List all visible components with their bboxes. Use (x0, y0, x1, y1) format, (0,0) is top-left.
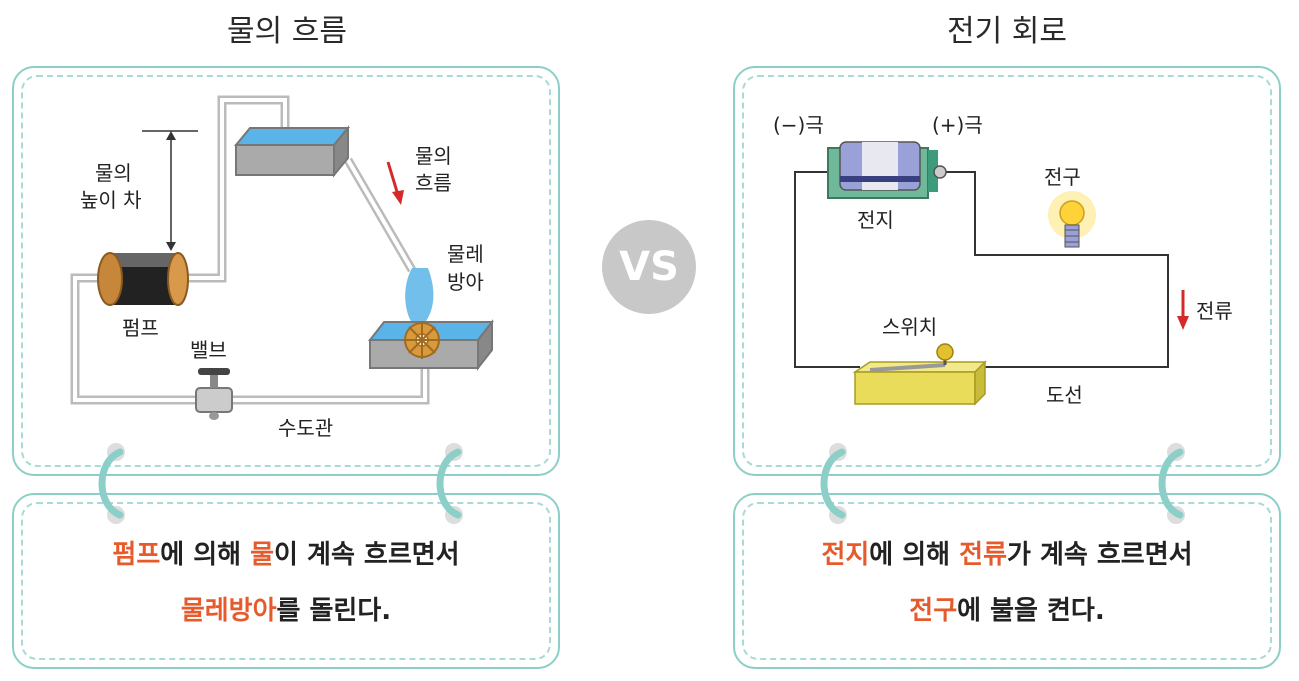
pos-terminal-label: (+)극 (932, 113, 983, 137)
wire-left (794, 171, 860, 368)
wire-right (945, 171, 1169, 368)
bulb-label: 전구 (1044, 165, 1081, 189)
switch-icon (852, 343, 987, 406)
caption-text: 에 의해 (160, 540, 251, 570)
water-caption: 펌프에 의해 물이 계속 흐르면서 물레방아를 돌린다. (14, 527, 558, 639)
valve-icon (195, 368, 233, 420)
caption-text: 에 불을 켠다. (957, 596, 1105, 626)
caption-highlight: 전류 (959, 540, 1007, 570)
caption-text: 를 돌린다. (276, 596, 392, 626)
battery-icon (827, 141, 947, 199)
switch-label: 스위치 (882, 315, 937, 339)
wheel-label-1: 물레 (447, 242, 484, 266)
waterwheel-icon (403, 321, 441, 359)
water-flow-title: 물의 흐름 (227, 14, 347, 49)
bulb-icon (1048, 191, 1096, 248)
caption-text: 에 의해 (869, 540, 960, 570)
caption-highlight: 전구 (909, 596, 958, 626)
circuit-caption-line-1: 전지에 의해 전류가 계속 흐르면서 (735, 527, 1279, 583)
circuit-title: 전기 회로 (947, 14, 1067, 49)
current-label: 전류 (1196, 299, 1233, 323)
caption-highlight: 펌프 (112, 540, 161, 570)
vs-badge: VS (602, 220, 696, 314)
current-arrow-icon (1177, 290, 1189, 330)
height-diff-label-2: 높이 차 (80, 188, 142, 212)
water-splash (405, 268, 434, 330)
water-caption-line-1: 펌프에 의해 물이 계속 흐르면서 (14, 527, 558, 583)
height-diff-arrow (142, 130, 198, 251)
height-diff-label-1: 물의 (95, 161, 132, 185)
water-caption-panel: 펌프에 의해 물이 계속 흐르면서 물레방아를 돌린다. (12, 493, 560, 669)
binder-ring-icon (820, 448, 846, 519)
flow-label-1: 물의 (415, 144, 452, 168)
wheel-label-2: 방아 (447, 270, 484, 294)
circuit-diagram-panel (733, 66, 1281, 476)
circuit-caption: 전지에 의해 전류가 계속 흐르면서 전구에 불을 켠다. (735, 527, 1279, 639)
circuit-caption-panel: 전지에 의해 전류가 계속 흐르면서 전구에 불을 켠다. (733, 493, 1281, 669)
caption-text: 이 계속 흐르면서 (274, 540, 460, 570)
pipe-label: 수도관 (278, 416, 333, 440)
valve-label: 밸브 (190, 338, 227, 362)
water-caption-line-2: 물레방아를 돌린다. (14, 583, 558, 639)
caption-highlight: 물 (250, 540, 275, 570)
circuit-caption-line-2: 전구에 불을 켠다. (735, 583, 1279, 639)
caption-highlight: 전지 (821, 540, 870, 570)
binder-ring-icon (1158, 448, 1184, 519)
flow-label-2: 흐름 (415, 171, 452, 195)
upper-tank (233, 125, 351, 178)
caption-text: 가 계속 흐르면서 (1007, 540, 1193, 570)
binder-ring-icon (98, 448, 124, 519)
pump-icon (97, 252, 189, 306)
pump-label: 펌프 (122, 316, 159, 340)
caption-highlight: 물레방아 (180, 596, 277, 626)
wire-label: 도선 (1046, 383, 1083, 407)
battery-label: 전지 (857, 208, 894, 232)
binder-ring-icon (436, 448, 462, 519)
neg-terminal-label: (−)극 (773, 113, 824, 137)
water-flow-arrow-icon (386, 161, 404, 205)
